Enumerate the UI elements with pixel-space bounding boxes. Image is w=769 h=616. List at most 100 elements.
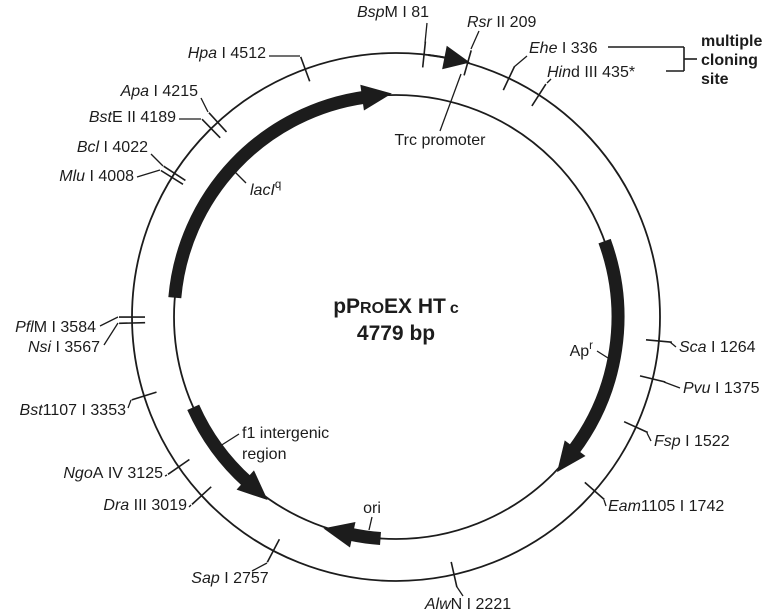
site-label: Mlu I 4008 <box>59 168 134 185</box>
site-tick <box>421 41 427 68</box>
site-label: PflM I 3584 <box>15 319 96 336</box>
site-leader-line <box>99 316 119 327</box>
plasmid-size-label: 4779 bp <box>357 322 435 345</box>
site-label: Sca I 1264 <box>679 339 756 356</box>
site-tick <box>299 56 311 82</box>
site-label: Ehe I 336 <box>529 40 598 57</box>
site-label: Bst1107 I 3353 <box>20 402 127 419</box>
feature-label-line2: region <box>242 446 286 463</box>
site-label: Fsp I 1522 <box>654 433 730 450</box>
site-tick <box>463 50 472 76</box>
site-leader-line <box>603 499 607 507</box>
feature-arc-arrow <box>323 522 382 548</box>
site-leader-line <box>200 97 209 113</box>
feature-label: Apr <box>570 340 594 360</box>
feature-label: Trc promoter <box>395 132 487 149</box>
site-leader-line <box>251 562 268 572</box>
site-leader-line <box>546 78 552 84</box>
feature-ampicillin-resistance: Apr <box>557 238 625 473</box>
restriction-site: Hind III 435* <box>531 64 635 107</box>
site-label: NgoA IV 3125 <box>63 465 163 482</box>
site-leader-line <box>456 586 464 597</box>
site-label: AlwN I 2221 <box>424 596 511 613</box>
site-leader-line <box>136 169 161 178</box>
site-leader-line <box>188 504 192 508</box>
site-label: BspM I 81 <box>357 4 429 21</box>
site-leader-line <box>103 322 119 346</box>
restriction-site: Sca I 1264 <box>645 339 756 356</box>
site-label: BstE II 4189 <box>89 109 176 126</box>
mcs-label-line2: cloning <box>701 52 758 69</box>
site-leader-line <box>470 30 480 50</box>
feature-leader-line <box>230 167 247 184</box>
feature-leader-line <box>439 73 462 132</box>
restriction-site: Rsr II 209 <box>463 14 536 76</box>
site-label: Hind III 435* <box>547 64 635 81</box>
restriction-site: Sap I 2757 <box>191 538 281 587</box>
restriction-site: Bst1107 I 3353 <box>20 391 157 419</box>
site-tick <box>191 486 212 505</box>
site-tick <box>160 169 184 185</box>
feature-arc-arrow <box>187 404 268 501</box>
feature-lacIq: lacIq <box>168 84 392 299</box>
site-tick <box>131 391 157 401</box>
feature-f1-intergenic-region: region f1 intergenic <box>187 404 329 501</box>
site-label: Sap I 2757 <box>191 570 269 587</box>
site-leader-line <box>513 55 528 68</box>
site-tick <box>502 66 516 91</box>
site-tick <box>623 420 649 434</box>
site-label: Bcl I 4022 <box>77 139 148 156</box>
mcs-label-line1: multiple <box>701 33 762 50</box>
restriction-site: Apa I 4215 <box>120 83 228 133</box>
site-tick <box>645 339 672 343</box>
site-tick <box>163 165 186 182</box>
restriction-site: BspM I 81 <box>357 4 429 68</box>
feature-Trc-promoter: Trc promoter <box>395 45 487 149</box>
site-tick <box>584 481 605 501</box>
site-leader-line <box>127 399 132 409</box>
restriction-site: Dra III 3019 <box>103 486 212 514</box>
site-label: Rsr II 209 <box>467 14 536 31</box>
feature-arc-arrow <box>428 45 470 70</box>
site-leader-line <box>669 341 677 348</box>
feature-label: f1 intergenic <box>242 425 329 442</box>
restriction-site: AlwN I 2221 <box>424 561 511 613</box>
site-leader-line <box>164 474 168 477</box>
feature-ori: ori <box>323 500 382 548</box>
mcs-label-line3: site <box>701 71 729 88</box>
restriction-site: Pvu I 1375 <box>639 375 760 397</box>
feature-leader-line <box>368 516 373 531</box>
restriction-site: Eam1105 I 1742 <box>584 481 724 515</box>
site-tick <box>119 321 146 325</box>
site-label: Apa I 4215 <box>120 83 199 100</box>
site-tick <box>639 375 666 383</box>
restriction-site: BstE II 4189 <box>89 109 221 139</box>
site-label: Pvu I 1375 <box>683 380 760 397</box>
restriction-site: Ehe I 336 <box>502 40 598 91</box>
site-leader-line <box>424 22 428 44</box>
feature-leader-line <box>596 350 609 359</box>
feature-label: lacIq <box>250 179 281 199</box>
mcs-bracket <box>608 46 697 72</box>
restriction-site: Nsi I 3567 <box>28 321 146 356</box>
restriction-site: Bcl I 4022 <box>77 139 186 182</box>
restriction-site: Fsp I 1522 <box>623 420 730 450</box>
site-leader-line <box>150 153 164 167</box>
site-tick <box>531 83 547 107</box>
site-leader-line <box>663 381 681 389</box>
site-label: Dra III 3019 <box>103 497 187 514</box>
site-label: Hpa I 4512 <box>188 45 266 62</box>
restriction-site: Hpa I 4512 <box>188 45 311 82</box>
feature-arc-arrow <box>168 84 392 299</box>
feature-arc-arrow <box>557 238 625 473</box>
restriction-site: PflM I 3584 <box>15 316 145 336</box>
feature-label: ori <box>363 500 381 517</box>
site-label: Nsi I 3567 <box>28 339 100 356</box>
site-tick <box>167 458 190 475</box>
site-leader-line <box>646 432 652 442</box>
